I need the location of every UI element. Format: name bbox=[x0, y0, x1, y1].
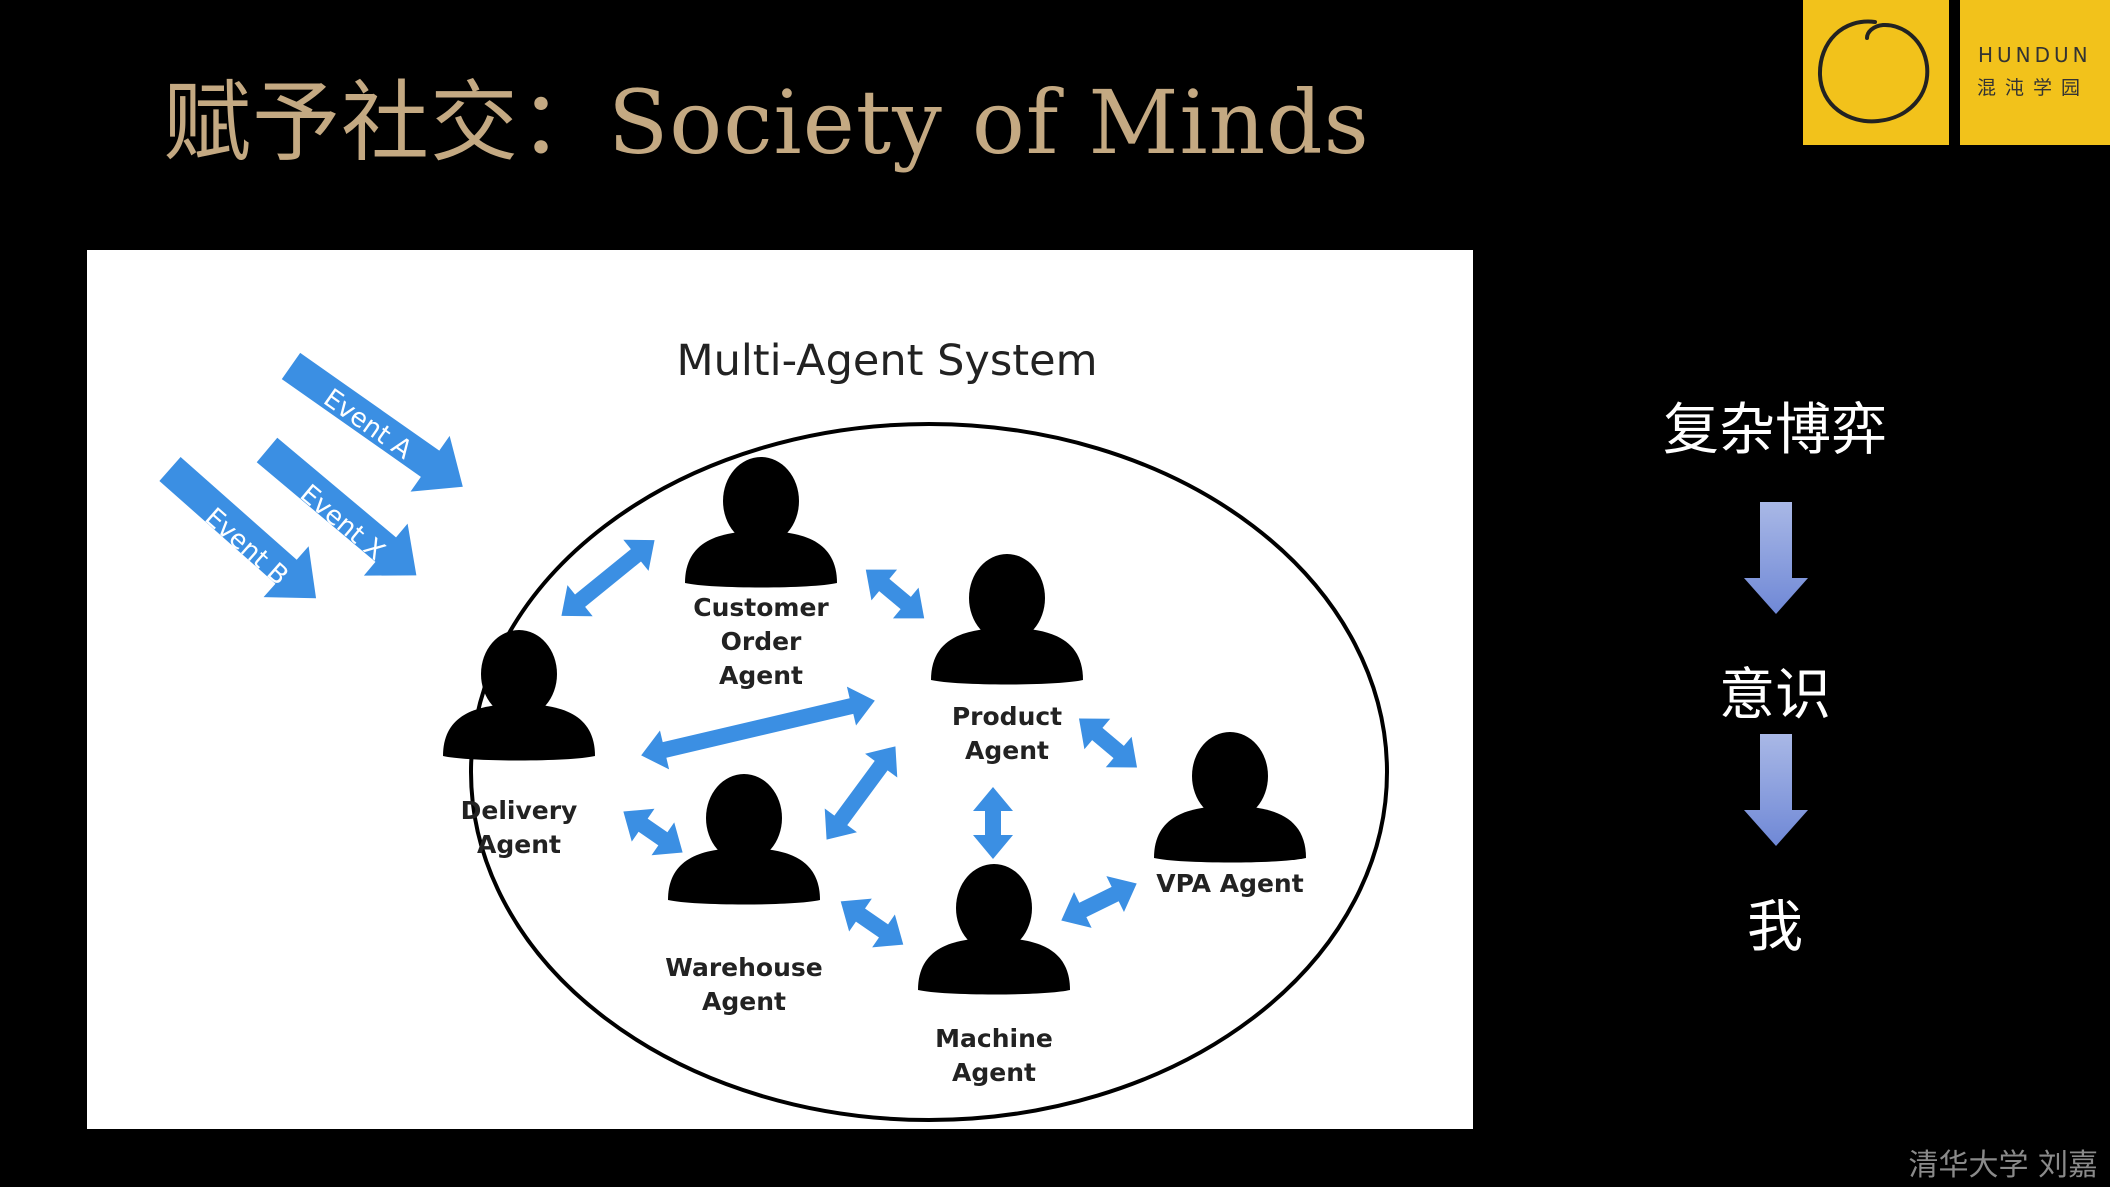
agent-labels: Customer Order Agent Product Agent Deliv… bbox=[461, 593, 1304, 1087]
product-vpa-arrow bbox=[1078, 718, 1138, 768]
customer-order-label-1: Customer bbox=[693, 593, 829, 622]
down-arrow-icon bbox=[1744, 502, 1808, 614]
down-arrow-icon bbox=[1744, 734, 1808, 846]
event-x-arrow bbox=[256, 437, 417, 576]
machine-label-2: Agent bbox=[952, 1058, 1036, 1087]
vpa-agent-icon bbox=[1154, 732, 1306, 863]
warehouse-agent-icon bbox=[668, 774, 820, 905]
machine-label-1: Machine bbox=[935, 1024, 1053, 1053]
agent-figures bbox=[443, 457, 1306, 995]
event-arrows: Event A Event X Event B bbox=[159, 352, 463, 599]
customer-product-arrow bbox=[865, 569, 925, 619]
delivery-agent-icon bbox=[443, 630, 595, 761]
side-item-consciousness: 意识 bbox=[1719, 663, 1831, 728]
machine-agent-icon bbox=[918, 864, 1070, 995]
delivery-product-arrow bbox=[641, 686, 875, 770]
customer-delivery-arrow bbox=[561, 539, 655, 617]
logo-name-zh: 混沌学园 bbox=[1977, 77, 2090, 99]
event-b-arrow bbox=[159, 457, 317, 599]
customer-order-label-2: Order bbox=[721, 627, 802, 656]
vpa-label: VPA Agent bbox=[1156, 869, 1303, 898]
hundun-logo-text-box bbox=[1960, 0, 2110, 145]
warehouse-label-2: Agent bbox=[702, 987, 786, 1016]
event-a-label: Event A bbox=[318, 383, 418, 465]
system-boundary-ellipse bbox=[469, 422, 1389, 1122]
machine-vpa-arrow bbox=[1061, 876, 1137, 928]
customer-order-agent-icon bbox=[685, 457, 837, 588]
side-item-self: 我 bbox=[1747, 895, 1803, 960]
product-agent-icon bbox=[931, 554, 1083, 685]
logo-name-en: HUNDUN bbox=[1978, 43, 2092, 67]
footer-credit: 清华大学 刘嘉 bbox=[1908, 1148, 2098, 1183]
warehouse-product-arrow bbox=[824, 746, 898, 840]
side-item-complex-game: 复杂博弈 bbox=[1663, 398, 1887, 463]
slide-title: 赋予社交：Society of Minds bbox=[163, 71, 1370, 174]
delivery-label-1: Delivery bbox=[461, 796, 578, 825]
warehouse-machine-arrow bbox=[840, 898, 904, 948]
side-down-arrow-2 bbox=[1744, 734, 1808, 850]
warehouse-label-1: Warehouse bbox=[665, 953, 822, 982]
product-label-2: Agent bbox=[965, 736, 1049, 765]
customer-order-label-3: Agent bbox=[719, 661, 803, 690]
interaction-arrows bbox=[561, 539, 1138, 948]
side-down-arrow-1 bbox=[1744, 502, 1808, 618]
product-label-1: Product bbox=[952, 702, 1062, 731]
hundun-logo-mark bbox=[1803, 0, 1949, 145]
event-a-arrow bbox=[281, 352, 463, 492]
delivery-warehouse-arrow bbox=[623, 808, 683, 856]
enso-circle-icon bbox=[1817, 19, 1930, 124]
diagram-title: Multi-Agent System bbox=[677, 336, 1098, 386]
product-machine-arrow bbox=[973, 787, 1013, 859]
multi-agent-diagram: Multi-Agent System Event A Event X Event… bbox=[87, 250, 1473, 1129]
delivery-label-2: Agent bbox=[477, 830, 561, 859]
